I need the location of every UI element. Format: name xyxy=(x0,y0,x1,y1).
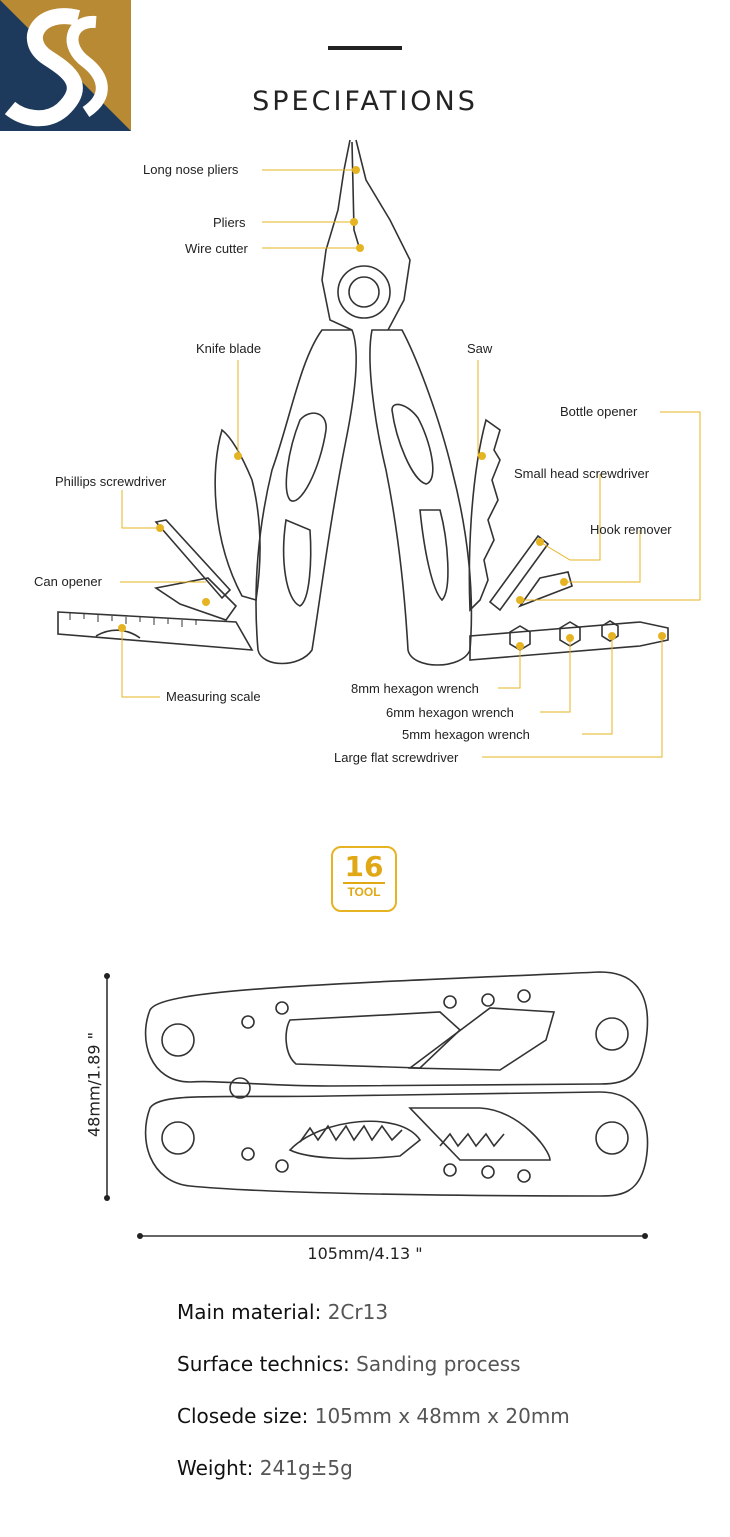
spec-value: 105mm x 48mm x 20mm xyxy=(314,1404,570,1428)
width-dimension-label: 105mm/4.13 " xyxy=(307,1244,423,1263)
label-measuring-scale: Measuring scale xyxy=(166,689,261,704)
label-bottle-opener: Bottle opener xyxy=(560,404,638,419)
brand-logo xyxy=(0,0,131,131)
label-pliers: Pliers xyxy=(213,215,246,230)
label-hex-5: 5mm hexagon wrench xyxy=(402,727,530,742)
spec-key: Weight: xyxy=(177,1456,254,1480)
spec-row: Main material: 2Cr13 xyxy=(177,1300,388,1324)
badge-text: TOOL xyxy=(347,885,381,899)
spec-row: Surface technics: Sanding process xyxy=(177,1352,521,1376)
spec-value: Sanding process xyxy=(356,1352,521,1376)
badge-number: 16 xyxy=(344,850,384,883)
spec-row: Weight: 241g±5g xyxy=(177,1456,353,1480)
spec-value: 241g±5g xyxy=(259,1456,353,1480)
spec-key: Main material: xyxy=(177,1300,322,1324)
label-hex-8: 8mm hexagon wrench xyxy=(351,681,479,696)
height-dimension-label: 48mm/1.89 " xyxy=(84,1032,104,1137)
label-hook-remover: Hook remover xyxy=(590,522,672,537)
spec-row: Closede size: 105mm x 48mm x 20mm xyxy=(177,1404,570,1428)
label-hex-6: 6mm hexagon wrench xyxy=(386,705,514,720)
spec-value: 2Cr13 xyxy=(327,1300,389,1324)
page-title: SPECIFATIONS xyxy=(252,86,478,118)
label-phillips-screwdriver: Phillips screwdriver xyxy=(55,474,167,489)
multitool-closed-diagram xyxy=(104,971,649,1239)
spec-key: Closede size: xyxy=(177,1404,309,1428)
label-knife-blade: Knife blade xyxy=(196,341,262,356)
label-large-flat-screwdriver: Large flat screwdriver xyxy=(334,750,459,765)
label-can-opener: Can opener xyxy=(34,574,102,589)
spec-key: Surface technics: xyxy=(177,1352,350,1376)
multitool-open-diagram xyxy=(57,139,701,758)
badge-divider xyxy=(343,882,385,884)
height-dimension: 48mm/1.89 " xyxy=(84,1020,104,1150)
label-saw: Saw xyxy=(467,341,493,356)
title-bar xyxy=(328,46,402,50)
label-small-head-screwdriver: Small head screwdriver xyxy=(514,466,650,481)
label-wire-cutter: Wire cutter xyxy=(185,241,248,256)
tool-count-badge: 16 TOOL xyxy=(331,846,397,912)
label-long-nose-pliers: Long nose pliers xyxy=(143,162,239,177)
